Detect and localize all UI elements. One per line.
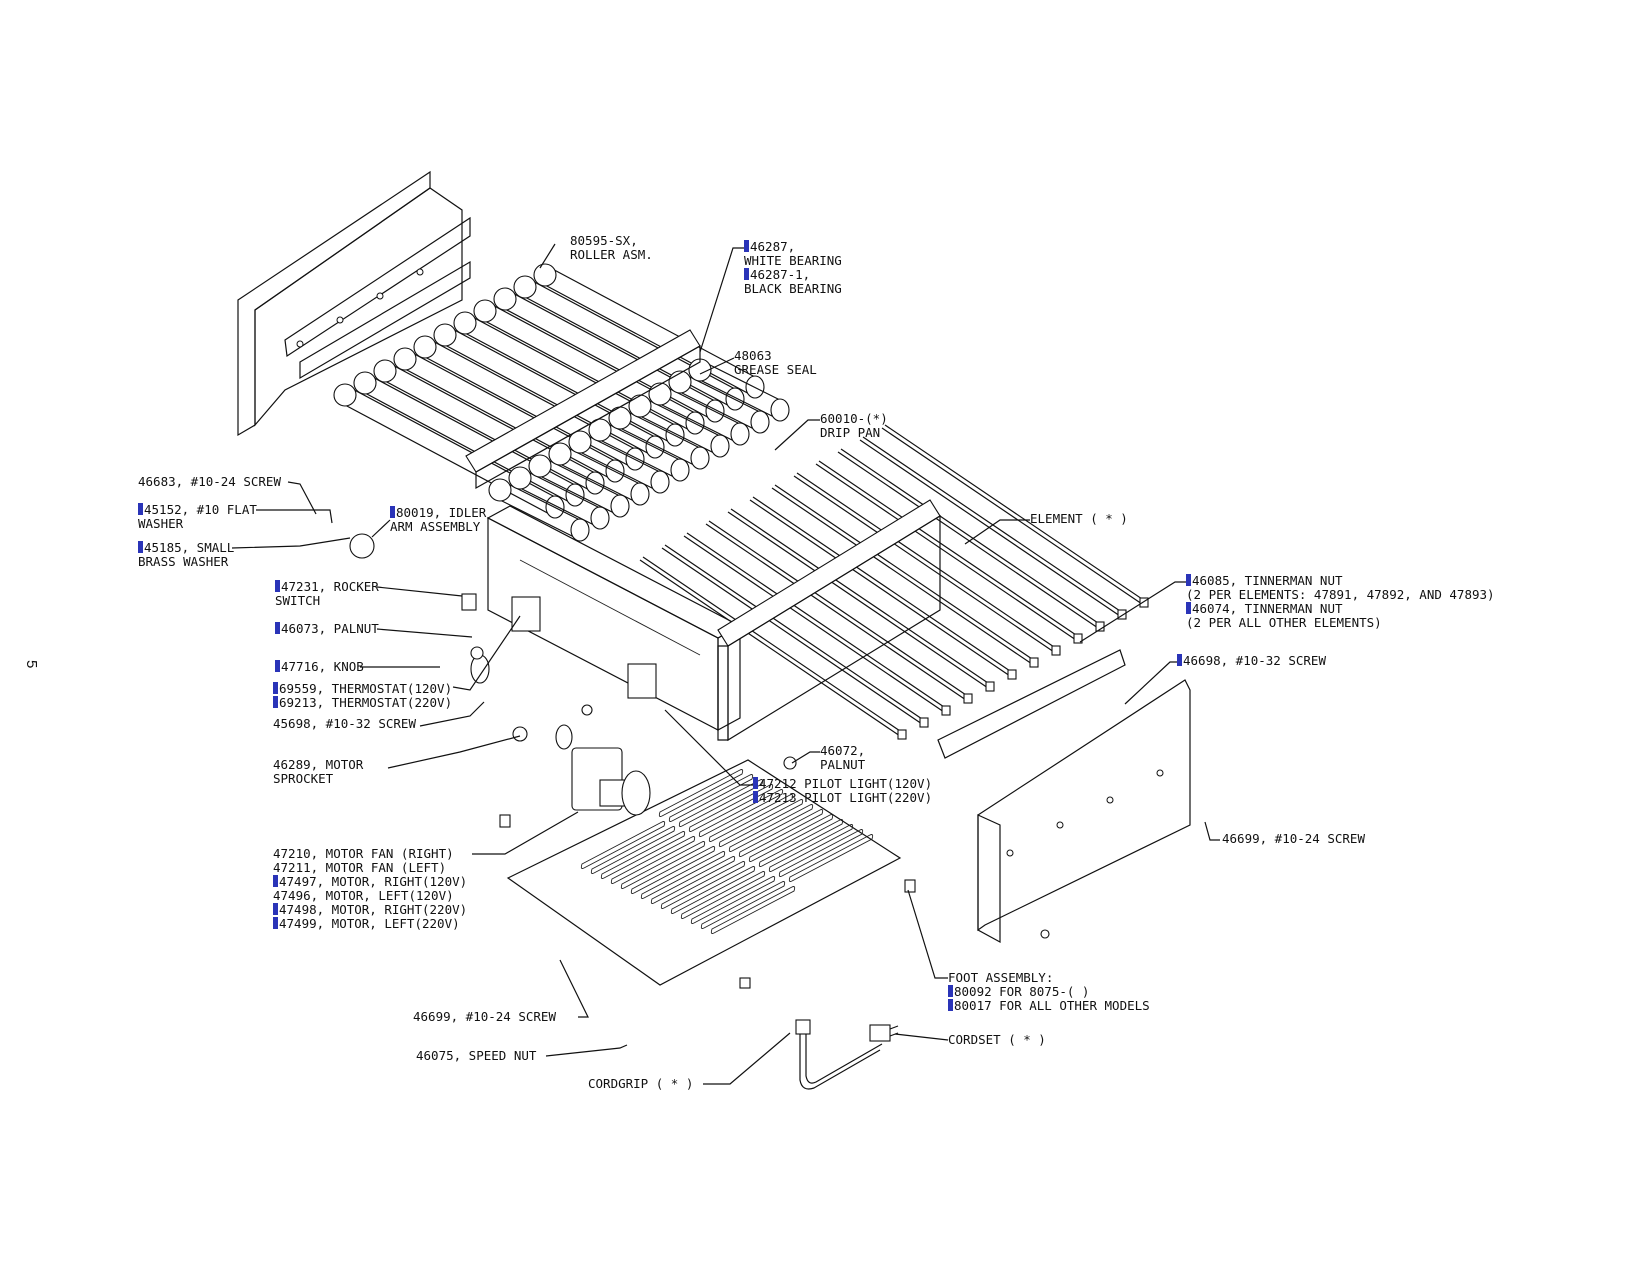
label-screw-1024-top: 46683, #10-24 SCREW bbox=[138, 474, 281, 489]
label-pilot-light: 47212 PILOT LIGHT(120V)47213 PILOT LIGHT… bbox=[753, 777, 932, 805]
roller-assembly bbox=[333, 263, 790, 542]
label-screw-1032-right: 46698, #10-32 SCREW bbox=[1177, 654, 1326, 668]
label-foot-assembly: FOOT ASSEMBLY:80092 FOR 8075-( )80017 FO… bbox=[948, 970, 1150, 1013]
label-element: ELEMENT ( * ) bbox=[1030, 511, 1128, 526]
motor bbox=[571, 747, 651, 816]
right-frame bbox=[717, 499, 941, 742]
label-roller-asm: 80595-SX,ROLLER ASM. bbox=[570, 233, 653, 262]
label-motor: 47210, MOTOR FAN (RIGHT)47211, MOTOR FAN… bbox=[273, 846, 468, 931]
label-palnut: 46073, PALNUT bbox=[275, 622, 379, 636]
label-cordset: CORDSET ( * ) bbox=[948, 1032, 1046, 1047]
label-screw-1024-right: 46699, #10-24 SCREW bbox=[1222, 831, 1365, 846]
label-tinnerman: 46085, TINNERMAN NUT(2 PER ELEMENTS: 478… bbox=[1186, 573, 1495, 630]
small-parts bbox=[349, 533, 1050, 989]
label-knob: 47716, KNOB bbox=[275, 660, 364, 674]
label-screw-1024-bottom: 46699, #10-24 SCREW bbox=[413, 1009, 556, 1024]
leader-lines bbox=[231, 243, 1220, 1085]
front-frame-rail bbox=[465, 329, 701, 490]
bottom-panel bbox=[506, 759, 902, 986]
label-drip-pan: 60010-(*)DRIP PAN bbox=[820, 411, 888, 440]
left-side-panel bbox=[237, 170, 471, 437]
heating-elements bbox=[639, 424, 1149, 740]
right-side-panel bbox=[937, 649, 1191, 944]
cordset bbox=[795, 1019, 899, 1090]
label-cordgrip: CORDGRIP ( * ) bbox=[588, 1076, 694, 1091]
label-speed-nut: 46075, SPEED NUT bbox=[416, 1048, 537, 1063]
label-thermostat: 69559, THERMOSTAT(120V)69213, THERMOSTAT… bbox=[273, 682, 452, 710]
label-screw-1032-left: 45698, #10-32 SCREW bbox=[273, 716, 416, 731]
label-palnut-2: 46072,PALNUT bbox=[820, 743, 866, 772]
